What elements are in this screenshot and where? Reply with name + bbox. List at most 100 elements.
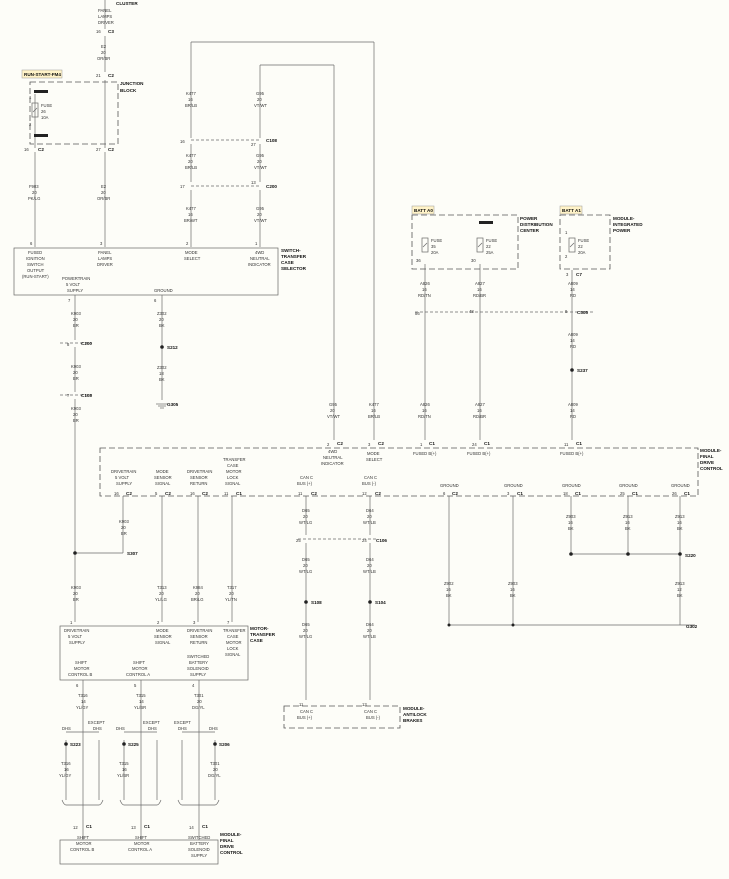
bot-label-l4: CONTROL — [220, 850, 243, 855]
fdcm-mode-l1: MODE — [367, 451, 380, 456]
k903-a-l1: K903 — [71, 311, 81, 316]
d65-c-l2: 20 — [303, 628, 308, 633]
switch-label-l2: TRANSFER — [281, 254, 307, 259]
d65-b-l2: 20 — [303, 563, 308, 568]
t316-bot-l3: YL/GY — [59, 773, 72, 778]
switch-label-l3: CASE — [281, 260, 294, 265]
t313-l3: YL/LG — [155, 597, 167, 602]
batt-a1-label: BATT A1 — [562, 208, 581, 213]
fdcm-label-l4: CONTROL — [700, 466, 723, 471]
bus-bar-icon — [34, 90, 48, 93]
t301-motor-l3: DG/YL — [192, 705, 205, 710]
z913-c-l2: 12 — [677, 587, 682, 592]
z903-a-l2: 16 — [568, 520, 573, 525]
bot-shift-a-l3: CONTROL A — [128, 847, 152, 852]
motor-pin-5: 5 — [134, 683, 137, 688]
fdcm-label-l3: DRIVE — [700, 460, 714, 465]
abs-label-l2: ANTILOCK — [403, 712, 427, 717]
bus-bar-icon — [34, 134, 48, 137]
abs-can-minus-l1: CAN C — [364, 709, 377, 714]
e2-mid-l3: OR/BR — [97, 196, 110, 201]
d64-c-l3: WT/LB — [363, 634, 376, 639]
t315-motor-l3: YL/BR — [134, 705, 146, 710]
fdcm-c1b: C1 — [484, 441, 490, 446]
switch-pin-1: 1 — [255, 241, 258, 246]
k903-b-fdcm-l3: BR — [73, 597, 79, 602]
fdcm-pin-3: 3 — [368, 442, 371, 447]
lc-c108: C108 — [81, 393, 92, 398]
fdcm-can-plus-l2: BUS (+) — [297, 481, 313, 486]
bot-shift-a-l2: MOTOR — [134, 841, 150, 846]
splice-dot — [569, 552, 573, 556]
abs-pin-24: 24 — [362, 538, 367, 543]
pdc-label-l2: DISTRIBUTION — [520, 222, 553, 227]
k903-a-l2: 20 — [73, 317, 78, 322]
motor-label-l3: CASE — [250, 638, 263, 643]
motor-pin-4: 4 — [192, 683, 195, 688]
k477-top-l3: BR/LB — [185, 103, 197, 108]
k903-b-fdcm-l1: K903 — [71, 585, 81, 590]
d64-b-l1: D64 — [366, 557, 374, 562]
motor-sw-batt-l1: SWITCHED — [187, 654, 209, 659]
switch-fused-ign-l2: IGNITION — [26, 256, 45, 261]
k903-fdcm-l2: 20 — [121, 525, 126, 530]
motor-tc-lock-l3: MOTOR — [226, 640, 242, 645]
tipm-fuse-l2: 22 — [578, 244, 583, 249]
fdcm-dt5v-l1: DRIVETRAIN — [111, 469, 136, 474]
pin-13-g95: 13 — [251, 180, 256, 185]
a827-a-l2: 16 — [477, 287, 482, 292]
fdcm-4wd-l1: 4WD — [328, 449, 337, 454]
a826-b-l3: RD/TN — [418, 414, 431, 419]
z913-c-l1: Z913 — [675, 581, 685, 586]
switch-pin-7: 7 — [68, 298, 71, 303]
a809-b-l1: A809 — [568, 332, 578, 337]
fdcm-ground-a: GROUND — [440, 483, 459, 488]
s212-label: S212 — [167, 345, 178, 350]
a826-a-l2: 16 — [422, 287, 427, 292]
fdcm-bottom-box — [59, 839, 219, 865]
switch-mode-select-l2: SELECT — [184, 256, 201, 261]
d64-c-l1: D64 — [366, 622, 374, 627]
t315-bot-l3: YL/BR — [117, 773, 129, 778]
fuse-26-icon — [31, 102, 39, 118]
d65-b-l1: D65 — [302, 557, 310, 562]
bot-p13: 13 — [131, 825, 136, 830]
junction-c2-right: C2 — [108, 147, 114, 152]
fdcm-can-minus-l1: CAN C — [364, 475, 377, 480]
motor-transfer-case-box — [59, 625, 249, 681]
lc-c200: C200 — [81, 341, 92, 346]
g95-low-l2: 20 — [257, 212, 262, 217]
d64-b-l2: 20 — [367, 563, 372, 568]
junction-pin-2: 2 — [29, 122, 32, 127]
t317-l3: YL/TN — [225, 597, 237, 602]
switch-transfer-case-selector-box — [13, 247, 279, 296]
k903-b-l3: BR — [73, 376, 79, 381]
e2-mid-l2: 20 — [101, 190, 106, 195]
splice-s223-dot — [64, 742, 68, 746]
k477-fdcm-l1: K477 — [369, 402, 379, 407]
bot-c1b: C1 — [144, 824, 150, 829]
fdcm-p25: 25 — [620, 491, 625, 496]
bot-label-l3: DRIVE — [220, 844, 234, 849]
t316-motor-l2: 14 — [81, 699, 86, 704]
pdc-pin-86: 86 — [415, 311, 420, 316]
z902-l1: Z902 — [444, 581, 454, 586]
fdcm-pin-11: 11 — [564, 442, 569, 447]
fuse-35-l3: 20A — [431, 250, 439, 255]
a809-b-l3: RD — [570, 344, 576, 349]
motor-sw-batt-l4: SUPPLY — [190, 672, 206, 677]
dhs-c: DHS — [209, 726, 218, 731]
k477-top-l1: K477 — [186, 91, 196, 96]
bot-p14: 14 — [189, 825, 194, 830]
fdcm-c2-5: C2 — [165, 491, 171, 496]
fdcm-pin-24: 24 — [472, 442, 477, 447]
switch-fused-ign-l3: SWITCH — [27, 262, 44, 267]
motor-label-l2: TRANSFER — [250, 632, 276, 637]
z302-a-l1: Z302 — [157, 311, 167, 316]
fdcm-ground-c: GROUND — [562, 483, 581, 488]
switch-pin-3: 3 — [100, 241, 103, 246]
z302-b-l3: BK — [159, 377, 165, 382]
t317-l1: T317 — [227, 585, 237, 590]
fdcm-dt5v-l3: SUPPLY — [116, 481, 132, 486]
fdcm-p18: 18 — [563, 491, 568, 496]
